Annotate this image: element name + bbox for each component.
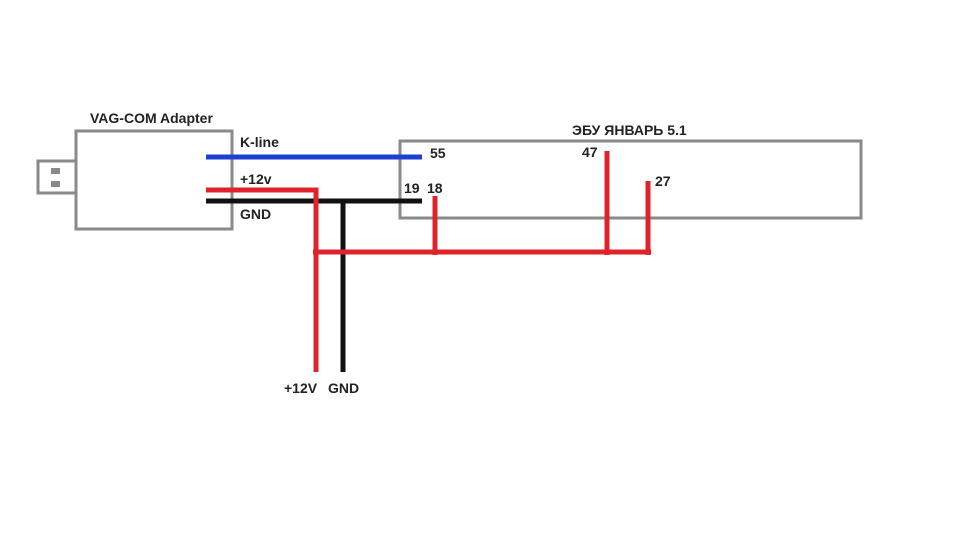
adapter-box [74,129,234,231]
pin-47-label: 47 [582,144,598,160]
supply-gnd-label: GND [328,380,359,396]
ecu-box [398,139,863,220]
adapter-gnd-label: GND [240,206,271,222]
usb-plug-icon [36,159,78,195]
pin-55-label: 55 [430,145,446,161]
pin-18-label: 18 [427,180,443,196]
pin-19-label: 19 [404,180,420,196]
k-line-label: K-line [240,134,279,150]
adapter-plus12-label: +12v [240,171,272,187]
supply-plus12-label: +12V [284,380,318,396]
adapter-title: VAG-COM Adapter [90,110,213,126]
plus12-wire-adapter [206,187,319,372]
pin-27-label: 27 [655,173,671,189]
ecu-title: ЭБУ ЯНВАРЬ 5.1 [572,122,687,138]
